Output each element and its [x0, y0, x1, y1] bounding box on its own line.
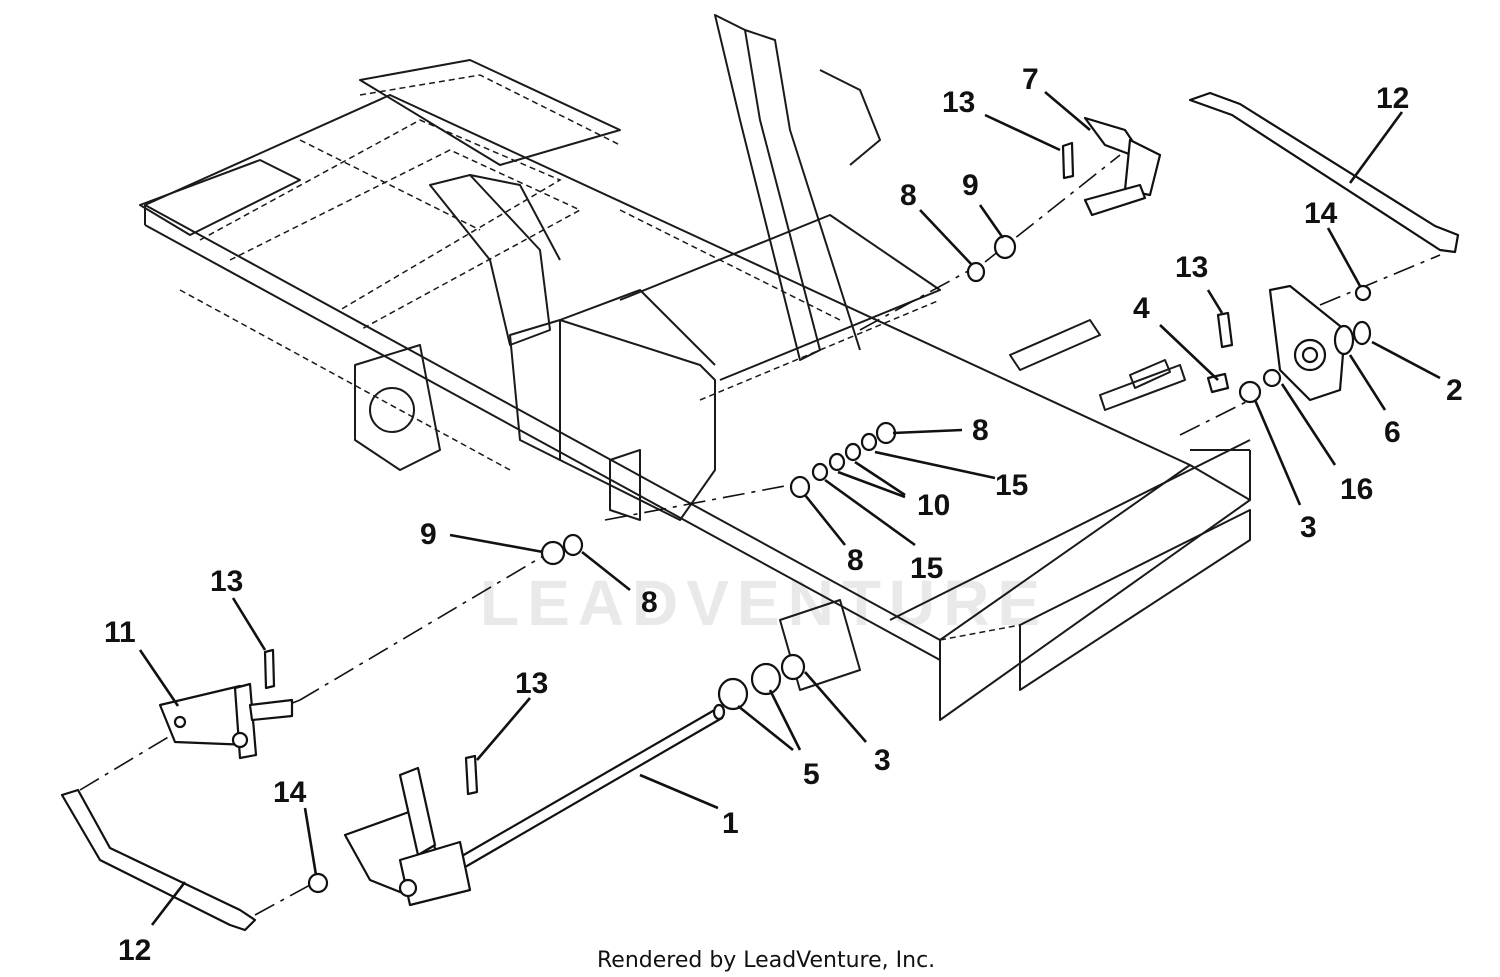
- part-bushing-8-d: [562, 533, 584, 557]
- callout-8-a: 8: [900, 179, 917, 212]
- parts: [60, 91, 1460, 932]
- callout-10: 10: [917, 489, 950, 522]
- callout-12-right: 12: [1376, 82, 1409, 115]
- callout-11: 11: [104, 616, 136, 649]
- part-washer-5-b: [750, 662, 782, 696]
- callout-9-b: 9: [420, 518, 437, 551]
- part-rod-right: [1188, 91, 1460, 254]
- part-washer-16: [1262, 368, 1282, 388]
- callout-13-c: 13: [210, 565, 243, 598]
- callout-14-a: 14: [1304, 197, 1338, 230]
- part-washer-9-upper: [993, 234, 1017, 260]
- callout-5: 5: [803, 758, 820, 791]
- part-axle-tube: [453, 706, 724, 872]
- callout-15-b: 15: [910, 552, 943, 585]
- callout-9-a: 9: [962, 169, 979, 202]
- callout-4: 4: [1133, 292, 1150, 325]
- callout-13-b: 13: [1175, 251, 1208, 284]
- part-pin-13-a: [1061, 141, 1075, 180]
- part-washer-15-a: [860, 432, 878, 452]
- callout-1: 1: [722, 807, 739, 840]
- part-bushing-3-upper: [1238, 380, 1262, 404]
- part-washer-10-a: [844, 442, 862, 462]
- leader-lines: [138, 91, 1441, 926]
- part-washer-5-a: [717, 677, 749, 711]
- part-bushing-8-b: [875, 421, 897, 445]
- callout-15-a: 15: [995, 469, 1028, 502]
- callout-16: 16: [1340, 473, 1373, 506]
- part-pin-13-c: [263, 648, 276, 690]
- callout-13-d: 13: [515, 667, 548, 700]
- part-pin-13-b: [1216, 311, 1234, 349]
- callout-8-d: 8: [641, 586, 658, 619]
- part-washer-15-b: [811, 462, 829, 482]
- callout-labels: 1 2 3 3 4 5 6 7 8 8 8 8 9 9 10 11 12 12 …: [104, 63, 1463, 967]
- part-washer-14-lower: [307, 872, 329, 894]
- callout-2: 2: [1446, 374, 1463, 407]
- part-rod-left: [60, 788, 257, 932]
- callout-3-lower: 3: [874, 744, 891, 777]
- part-bushing-3-lower: [780, 653, 806, 681]
- callout-13-a: 13: [942, 86, 975, 119]
- mower-frame: [139, 14, 1251, 721]
- watermark-text: LEADVENTURE: [480, 567, 1048, 639]
- callout-8-b: 8: [972, 414, 989, 447]
- part-key-4: [1206, 372, 1230, 394]
- callout-7: 7: [1022, 63, 1039, 96]
- part-bushing-8-a: [966, 261, 986, 283]
- callout-12-left: 12: [118, 934, 151, 967]
- callout-6: 6: [1384, 416, 1401, 449]
- callout-14-b: 14: [273, 776, 307, 809]
- part-pin-13-d: [464, 754, 479, 796]
- part-ring-2: [1352, 320, 1372, 346]
- part-washer-10-b: [828, 452, 846, 472]
- callout-8-c: 8: [847, 544, 864, 577]
- part-washer-14-upper: [1354, 284, 1372, 302]
- part-bushing-8-c: [789, 475, 811, 499]
- footer-credit: Rendered by LeadVenture, Inc.: [597, 948, 935, 973]
- part-washer-9-lower: [540, 540, 566, 566]
- callout-3-upper: 3: [1300, 511, 1317, 544]
